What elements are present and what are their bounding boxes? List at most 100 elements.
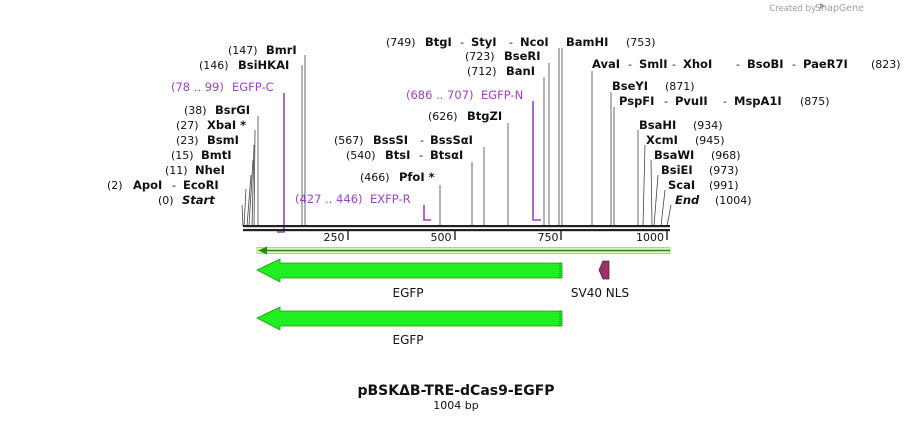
site-ecori-name: EcoRI <box>183 178 219 192</box>
primer-egfp-c-name: EGFP-C <box>232 80 274 94</box>
site-pvuii-name: PvuII <box>675 94 708 108</box>
snapgene-logo-icon <box>820 3 826 9</box>
site-bani-pos: (712) <box>467 65 497 78</box>
site-btsai-name: BtsαI <box>430 148 463 162</box>
site-bseyi-pos: (871) <box>665 80 695 93</box>
snapgene-credit: Created by SnapGene <box>769 3 864 14</box>
site-bamhi-pos: (753) <box>626 36 656 49</box>
feature-sv40-nls-label: SV40 NLS <box>571 286 629 300</box>
site-bsahi-pos: (934) <box>693 119 723 132</box>
site-nhei[interactable]: (11) NheI <box>165 163 225 177</box>
site-start[interactable]: (0) Start <box>158 193 215 207</box>
site-btgzi[interactable]: (626) BtgZI <box>428 109 502 123</box>
site-avai-group[interactable]: AvaI - SmlI - XhoI - BsoBI - PaeR7I (823… <box>592 57 901 71</box>
ruler-tick-750: 750 <box>538 231 559 244</box>
site-start-pos: (0) <box>158 194 174 207</box>
site-bsiei-pos: (973) <box>709 164 739 177</box>
site-bsawi[interactable]: BsaWI (968) <box>654 148 741 162</box>
svg-text:-: - <box>509 36 513 49</box>
svg-text:-: - <box>172 179 176 192</box>
primer-exfp-r[interactable]: (427 .. 446) EXFP-R <box>295 192 431 221</box>
site-pfoi-pos: (466) <box>360 171 390 184</box>
site-bsssi-name: BssSI <box>373 133 408 147</box>
site-bsawi-name: BsaWI <box>654 148 694 162</box>
site-btsi[interactable]: (540) BtsI - BtsαI <box>346 148 463 162</box>
site-xcmi[interactable]: XcmI (945) <box>646 133 725 147</box>
site-bsihkai-pos: (146) <box>199 59 229 72</box>
site-bmri[interactable]: (147) BmrI <box>228 43 297 57</box>
site-mspa1i-name: MspA1I <box>734 94 782 108</box>
site-apoi-ecori[interactable]: (2) ApoI - EcoRI <box>107 178 219 192</box>
site-xbai[interactable]: (27) XbaI * <box>176 118 246 132</box>
site-bani[interactable]: (712) BanI <box>467 64 535 78</box>
site-btgzi-pos: (626) <box>428 110 458 123</box>
site-bsahi-name: BsaHI <box>639 118 676 132</box>
site-btgi-styi-ncoi[interactable]: (749) BtgI - StyI - NcoI <box>386 35 549 49</box>
site-btsi-pos: (540) <box>346 149 376 162</box>
site-xhoi-name: XhoI <box>683 57 712 71</box>
primer-egfp-n[interactable]: (686 .. 707) EGFP-N <box>406 88 541 221</box>
site-bseri[interactable]: (723) BseRI <box>465 49 541 63</box>
plasmid-length: 1004 bp <box>433 399 478 412</box>
credit-brand: SnapGene <box>815 3 864 14</box>
site-xbai-name: XbaI * <box>207 118 246 132</box>
svg-text:-: - <box>420 134 424 147</box>
primer-exfp-r-name: EXFP-R <box>370 192 411 206</box>
site-pfoi[interactable]: (466) PfoI * <box>360 170 435 184</box>
feature-egfp-1[interactable]: EGFP <box>256 258 563 300</box>
site-bsobi-name: BsoBI <box>747 57 784 71</box>
site-bsahi[interactable]: BsaHI (934) <box>639 118 723 132</box>
site-bseri-name: BseRI <box>504 49 541 63</box>
site-bsrgi-name: BsrGI <box>215 103 250 117</box>
site-bsiei[interactable]: BsiEI (973) <box>661 163 739 177</box>
ruler: 250 500 750 1000 <box>324 231 668 244</box>
site-bmti-name: BmtI <box>201 148 232 162</box>
site-bsmi[interactable]: (23) BsmI <box>176 133 239 147</box>
feature-egfp-2[interactable]: EGFP <box>256 306 563 347</box>
orf-arrow[interactable] <box>256 246 671 255</box>
primer-egfp-n-name: EGFP-N <box>481 88 523 102</box>
site-bseyi[interactable]: BseYI (871) <box>612 79 695 93</box>
site-end-pos: (1004) <box>715 194 752 207</box>
feature-egfp-2-label: EGFP <box>392 333 423 347</box>
site-nhei-name: NheI <box>195 163 225 177</box>
primer-egfp-c[interactable]: (78 .. 99) EGFP-C <box>171 80 285 233</box>
site-bamhi[interactable]: BamHI (753) <box>566 35 656 49</box>
site-scai-pos: (991) <box>709 179 739 192</box>
site-bsiei-name: BsiEI <box>661 163 693 177</box>
feature-sv40-nls[interactable]: SV40 NLS <box>571 260 629 300</box>
site-nhei-pos: (11) <box>165 164 188 177</box>
ruler-tick-1000: 1000 <box>636 231 664 244</box>
site-avai-pos: (823) <box>871 58 901 71</box>
site-xcmi-name: XcmI <box>646 133 678 147</box>
site-scai[interactable]: ScaI (991) <box>668 178 739 192</box>
site-avai-name: AvaI <box>592 57 620 71</box>
site-btgi-name: BtgI <box>425 35 452 49</box>
site-scai-name: ScaI <box>668 178 695 192</box>
site-bsrgi-pos: (38) <box>184 104 207 117</box>
site-bseyi-name: BseYI <box>612 79 648 93</box>
site-bani-name: BanI <box>506 64 535 78</box>
site-bsmi-pos: (23) <box>176 134 199 147</box>
site-end[interactable]: End (1004) <box>675 193 752 207</box>
site-bsihkai[interactable]: (146) BsiHKAI <box>199 58 289 72</box>
site-bsrgi[interactable]: (38) BsrGI <box>184 103 250 117</box>
cut-site-leaders <box>241 48 672 227</box>
primer-egfp-n-range: (686 .. 707) <box>406 88 474 102</box>
site-bsssi[interactable]: (567) BssSI - BssSαI <box>334 133 473 147</box>
site-start-name: Start <box>182 193 215 207</box>
site-bmti[interactable]: (15) BmtI <box>171 148 232 162</box>
plasmid-title: pBSKΔB-TRE-dCas9-EGFP <box>357 383 554 399</box>
site-bsmi-name: BsmI <box>207 133 239 147</box>
svg-text:-: - <box>628 58 632 71</box>
site-pspfi-pos: (875) <box>800 95 830 108</box>
site-pspfi-name: PspFI <box>619 94 654 108</box>
primer-egfp-c-range: (78 .. 99) <box>171 80 224 94</box>
svg-text:-: - <box>419 149 423 162</box>
site-btgzi-name: BtgZI <box>467 109 502 123</box>
site-apoi-pos: (2) <box>107 179 123 192</box>
site-ncoi-name: NcoI <box>520 35 549 49</box>
site-bsssi-pos: (567) <box>334 134 364 147</box>
svg-text:-: - <box>672 58 676 71</box>
site-pspfi-group[interactable]: PspFI - PvuII - MspA1I (875) <box>619 94 830 108</box>
